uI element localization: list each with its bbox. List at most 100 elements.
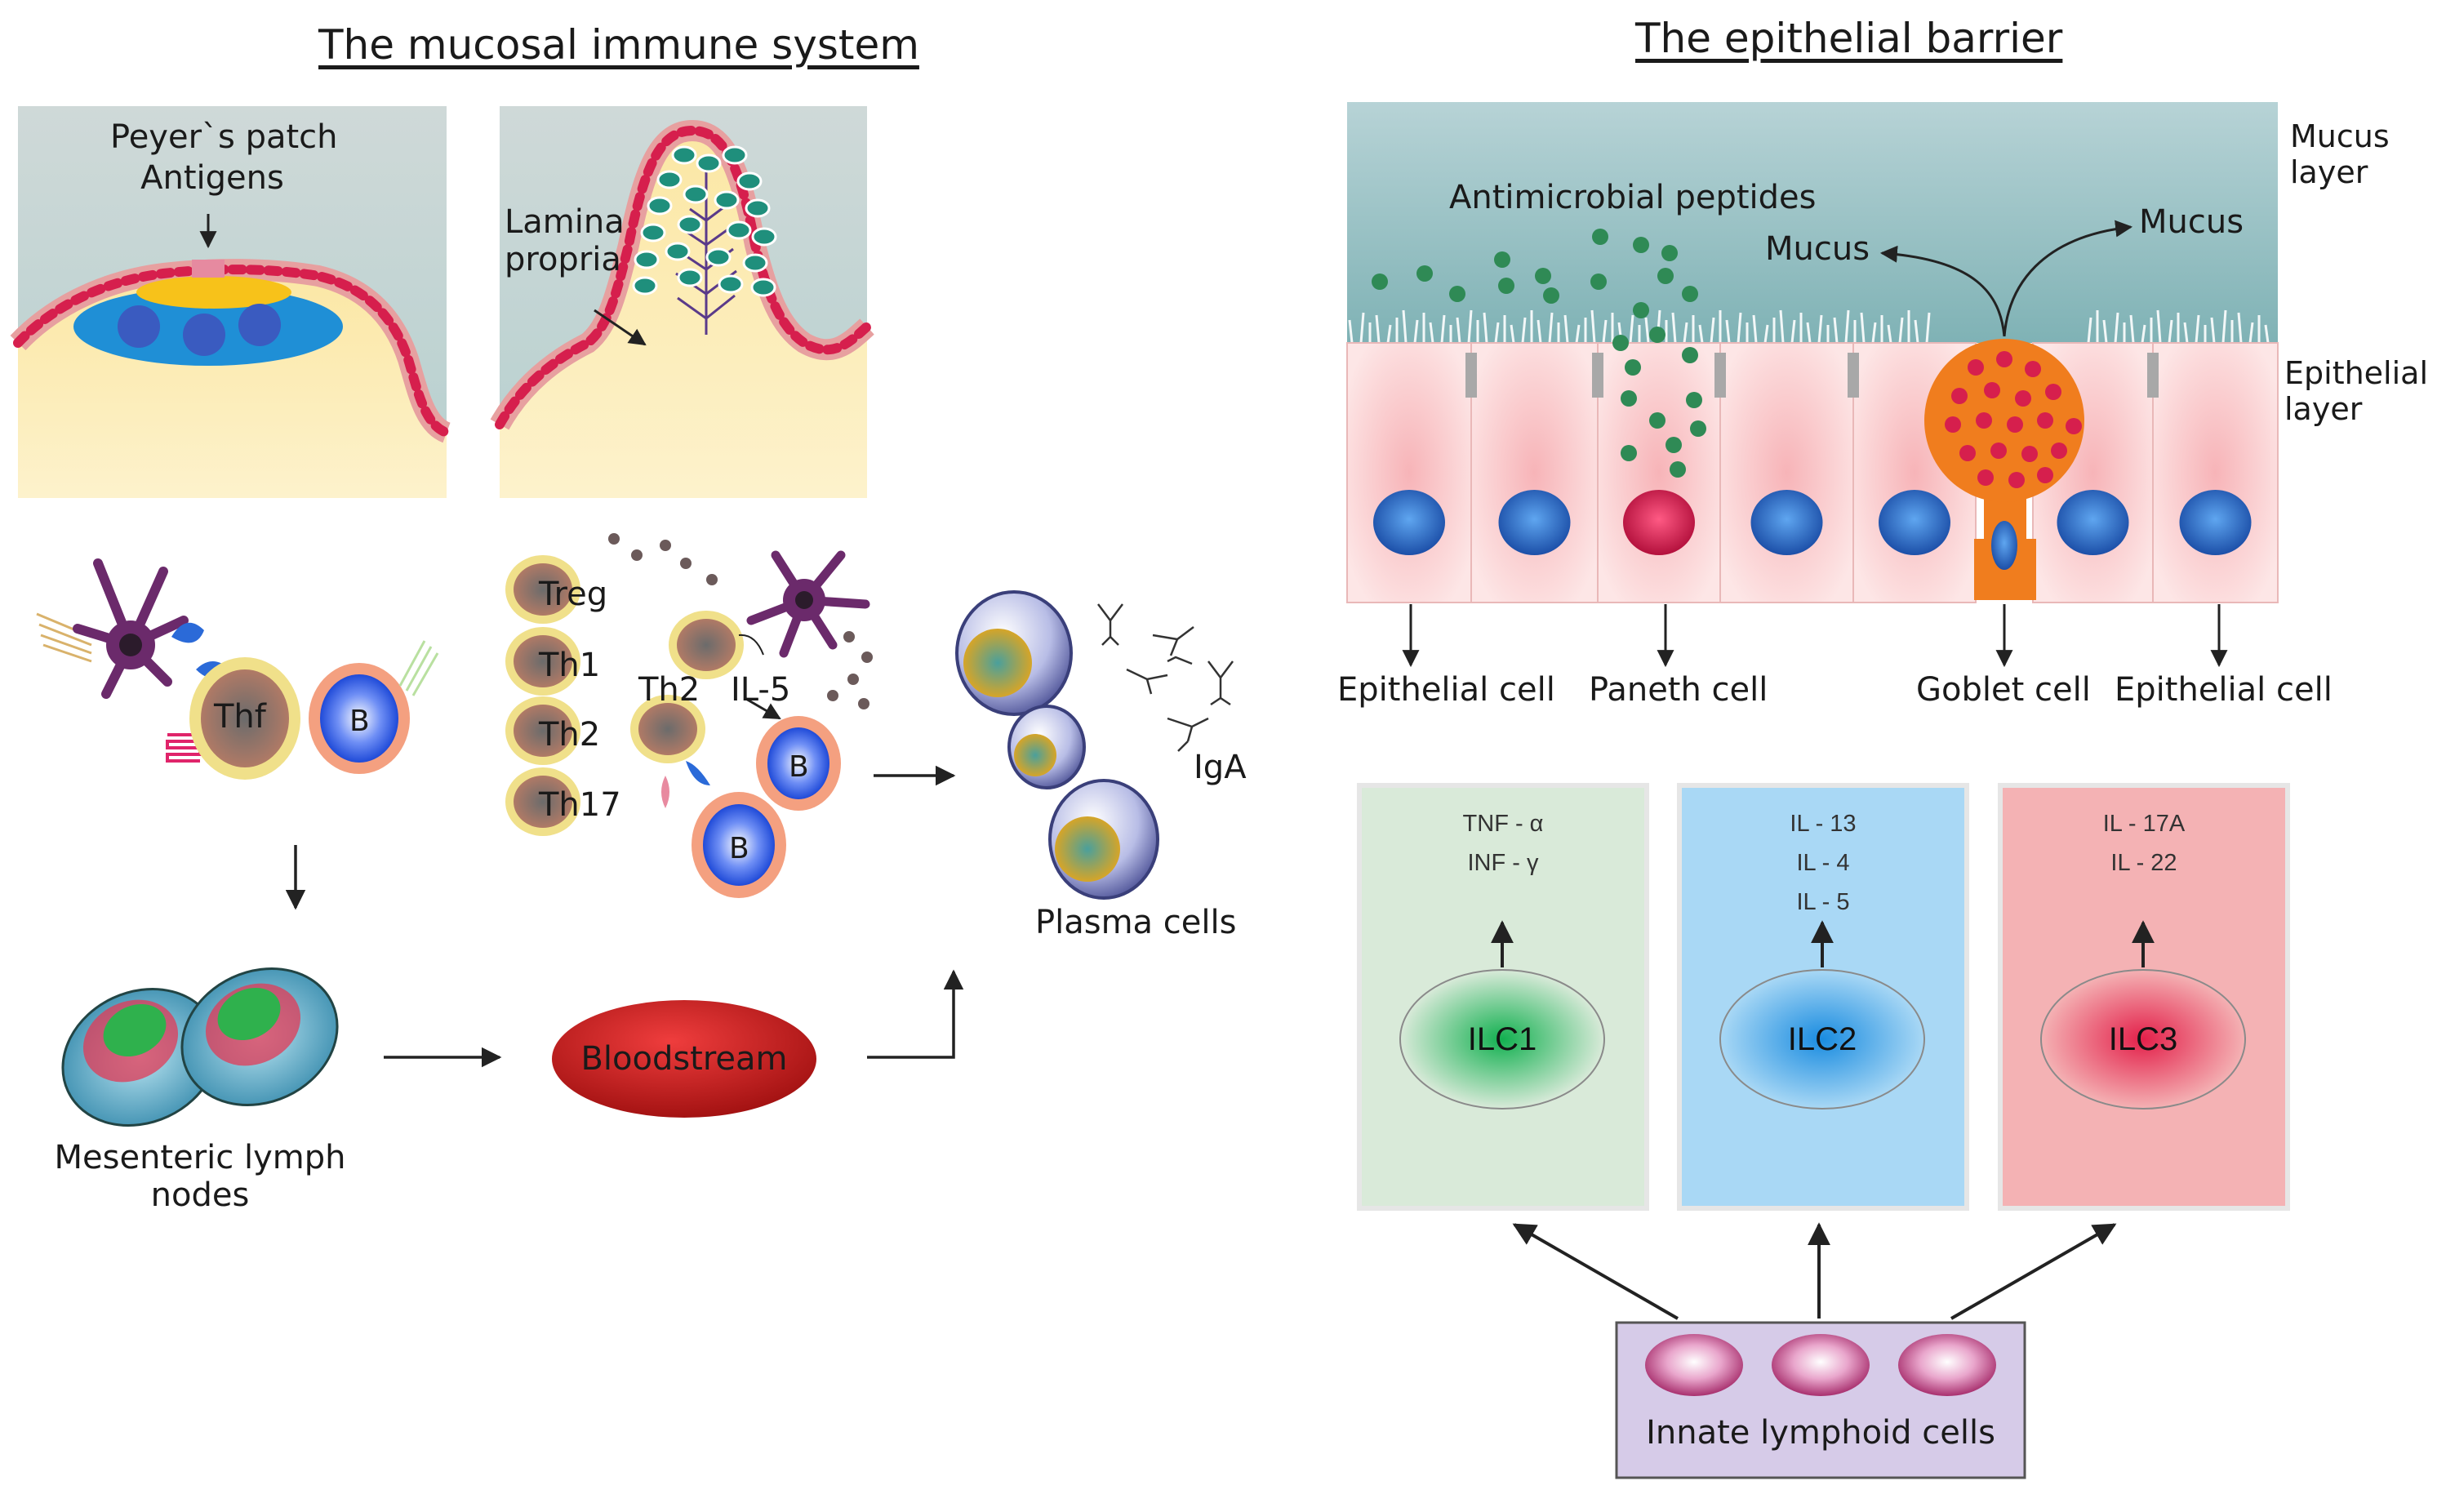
epithelial-nucleus	[1879, 490, 1950, 555]
lamina-propria-label-1: Lamina	[505, 203, 625, 241]
cilium	[1817, 314, 1823, 344]
epithelial-cell-body	[1719, 342, 1854, 603]
goblet-granule	[2051, 442, 2067, 459]
antimicrobial-peptide-dot	[1625, 359, 1641, 376]
cilium	[2141, 324, 2146, 344]
cilium	[1467, 309, 1473, 344]
cilium	[1844, 309, 1850, 344]
epithelial-nucleus	[1750, 490, 1823, 555]
antimicrobial-peptide-dot	[1661, 245, 1678, 261]
cilium	[1575, 324, 1581, 344]
ilc2-cytokine-3: IL - 5	[1796, 889, 1850, 915]
cilium	[1925, 312, 1931, 344]
antimicrobial-peptide-dot	[1590, 273, 1607, 290]
antimicrobial-peptide-dot	[1670, 461, 1686, 478]
goblet-granule	[2025, 361, 2041, 377]
cilium	[1521, 317, 1527, 344]
epithelial-nucleus	[1498, 490, 1571, 555]
cilium	[2264, 324, 2270, 344]
goblet-granule	[2007, 416, 2023, 433]
antimicrobial-peptide-dot	[1649, 327, 1666, 343]
goblet-granule	[2021, 446, 2038, 462]
plasma-cells-label: Plasma cells	[1035, 904, 1237, 941]
epithelial-cell-right-label: Epithelial cell	[2115, 671, 2333, 709]
ilc1-cytokine-1: TNF - α	[1462, 811, 1544, 837]
goblet-granule	[1945, 416, 1961, 433]
antimicrobial-peptide-dot	[1416, 265, 1433, 282]
cilium	[1386, 324, 1392, 344]
lamina-propria-label-2: propria	[505, 241, 621, 278]
cilium	[1563, 314, 1569, 344]
cilium	[1752, 314, 1758, 344]
plasma-cells	[955, 590, 1159, 900]
goblet-granule	[2037, 412, 2053, 429]
iga-label: IgA	[1194, 749, 1247, 786]
epithelial-cell-left-label: Epithelial cell	[1337, 671, 1555, 709]
goblet-granule	[1977, 469, 1994, 486]
lymph-nodes-label-1: Mesenteric lymph	[54, 1139, 346, 1176]
ilc2-cytokine-1: IL - 13	[1790, 811, 1857, 837]
antimicrobial-peptide-dot	[1690, 420, 1706, 437]
epithelial-cell-body	[1470, 342, 1599, 603]
dendritic-cell-2	[746, 550, 870, 658]
cytokine-dots	[608, 533, 873, 709]
treg-label: Treg	[539, 576, 608, 613]
cilium	[2237, 312, 2243, 344]
antimicrobial-peptide-dot	[1621, 445, 1637, 461]
cilium	[1440, 314, 1446, 344]
thf-label: Thf	[214, 698, 266, 736]
ilc1-cytokine-2: INF - γ	[1467, 850, 1539, 876]
cilium	[2168, 319, 2173, 344]
th1-label: Th1	[539, 647, 601, 684]
cilium	[2114, 312, 2119, 344]
b-cell-1-label: B	[789, 750, 809, 784]
cilium	[1779, 309, 1785, 344]
ilc3-cytokine-1: IL - 17A	[2102, 811, 2186, 837]
cilium	[1602, 319, 1608, 344]
antimicrobial-peptide-dot	[1498, 278, 1514, 294]
antimicrobial-peptide-dot	[1535, 268, 1551, 284]
antimicrobial-peptide-dot	[1657, 268, 1674, 284]
cilium	[1887, 324, 1892, 344]
innate-lymphoid-box	[1512, 1222, 2117, 1479]
cilium	[1898, 317, 1904, 344]
ilc1-box	[1357, 783, 1649, 1211]
goblet-granule	[1959, 445, 1976, 461]
mucus-layer-label-1: Mucus	[2290, 118, 2390, 154]
cilium	[2210, 317, 2216, 344]
cilium	[1806, 322, 1812, 344]
antimicrobial-peptide-dot	[1682, 347, 1698, 363]
cilium	[1548, 312, 1554, 344]
cilium	[1359, 312, 1365, 344]
cilium	[1698, 324, 1704, 344]
left-panel-title: The mucosal immune system	[318, 21, 919, 69]
th17-label: Th17	[539, 786, 621, 824]
goblet-granule	[2008, 472, 2025, 488]
cilium	[1537, 319, 1542, 344]
cilium	[2183, 322, 2189, 344]
th2-cell-label: Th2	[638, 671, 700, 709]
goblet-granule	[1996, 351, 2012, 367]
cilium	[1790, 319, 1796, 344]
cilium	[1833, 317, 1839, 344]
mucus-right-label: Mucus	[2139, 203, 2244, 241]
th2-b-cluster	[630, 611, 841, 898]
cilium	[1860, 312, 1866, 344]
goblet-granule	[1976, 412, 1992, 429]
goblet-granule	[1951, 388, 1968, 404]
cilium	[1763, 324, 1769, 344]
epithelial-cell-body	[2152, 342, 2279, 603]
cilium	[1644, 317, 1650, 344]
innate-lymphoid-cells-label: Innate lymphoid cells	[1646, 1414, 1995, 1452]
mucus-left-label: Mucus	[1765, 230, 1870, 268]
iga-antibodies	[1097, 603, 1234, 752]
cilium	[1456, 317, 1461, 344]
antimicrobial-peptide-dot	[1372, 273, 1388, 290]
goblet-granule	[1984, 382, 2000, 398]
goblet-granule	[2045, 384, 2061, 400]
peyers-patch-panel	[10, 106, 451, 498]
ilc3-box	[1998, 783, 2290, 1211]
paneth-nucleus	[1623, 490, 1695, 555]
ilc3-cytokine-2: IL - 22	[2110, 850, 2177, 876]
goblet-granule	[1990, 442, 2007, 459]
